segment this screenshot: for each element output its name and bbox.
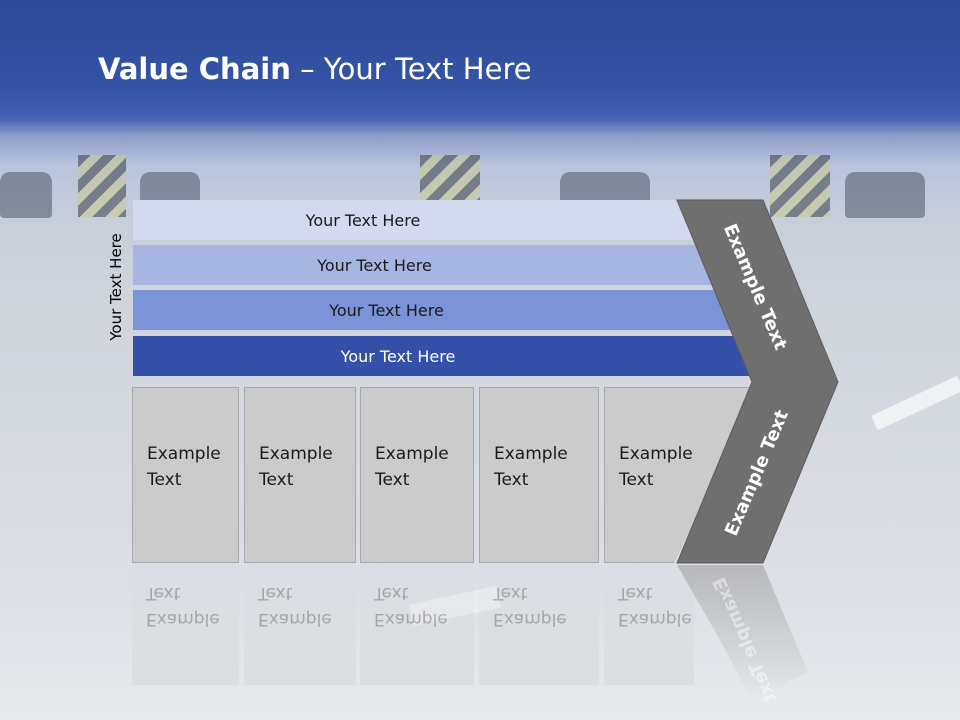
background-car <box>0 172 52 218</box>
support-bar-3: Your Text Here <box>133 290 740 330</box>
background-pillar <box>770 155 830 217</box>
slide-title: Value Chain – Your Text Here <box>98 52 532 86</box>
primary-box-3-line1: Example <box>375 444 449 464</box>
background-car <box>845 172 925 218</box>
primary-box-4-line1: Example <box>494 444 568 464</box>
primary-box-5-line2: Text <box>619 470 654 490</box>
primary-box-1: Example Text <box>132 387 239 563</box>
support-bar-2-label: Your Text Here <box>317 255 432 275</box>
primary-box-1-line2: Text <box>147 470 182 490</box>
chevron-reflection <box>677 565 808 700</box>
support-bar-4: Your Text Here <box>133 336 763 376</box>
title-rest: – Your Text Here <box>290 52 532 86</box>
title-bold: Value Chain <box>98 52 291 86</box>
chevron-shape <box>676 199 839 564</box>
background-pillar <box>78 155 126 217</box>
primary-box-1-line1: Example <box>147 444 221 464</box>
support-bar-1-label: Your Text Here <box>305 210 421 230</box>
primary-box-4: Example Text <box>479 387 599 563</box>
primary-box-3-line2: Text <box>375 470 410 490</box>
support-bar-2: Your Text Here <box>133 245 716 285</box>
support-bar-1: Your Text Here <box>133 200 693 240</box>
support-bar-4-label: Your Text Here <box>340 346 456 366</box>
primary-box-2-line2: Text <box>259 470 294 490</box>
support-bar-3-label: Your Text Here <box>329 300 444 320</box>
primary-box-2-line1: Example <box>259 444 333 464</box>
primary-box-2: Example Text <box>244 387 356 563</box>
primary-box-4-line2: Text <box>494 470 529 490</box>
primary-box-3: Example Text <box>360 387 474 563</box>
primary-box-5-line1: Example <box>619 444 693 464</box>
